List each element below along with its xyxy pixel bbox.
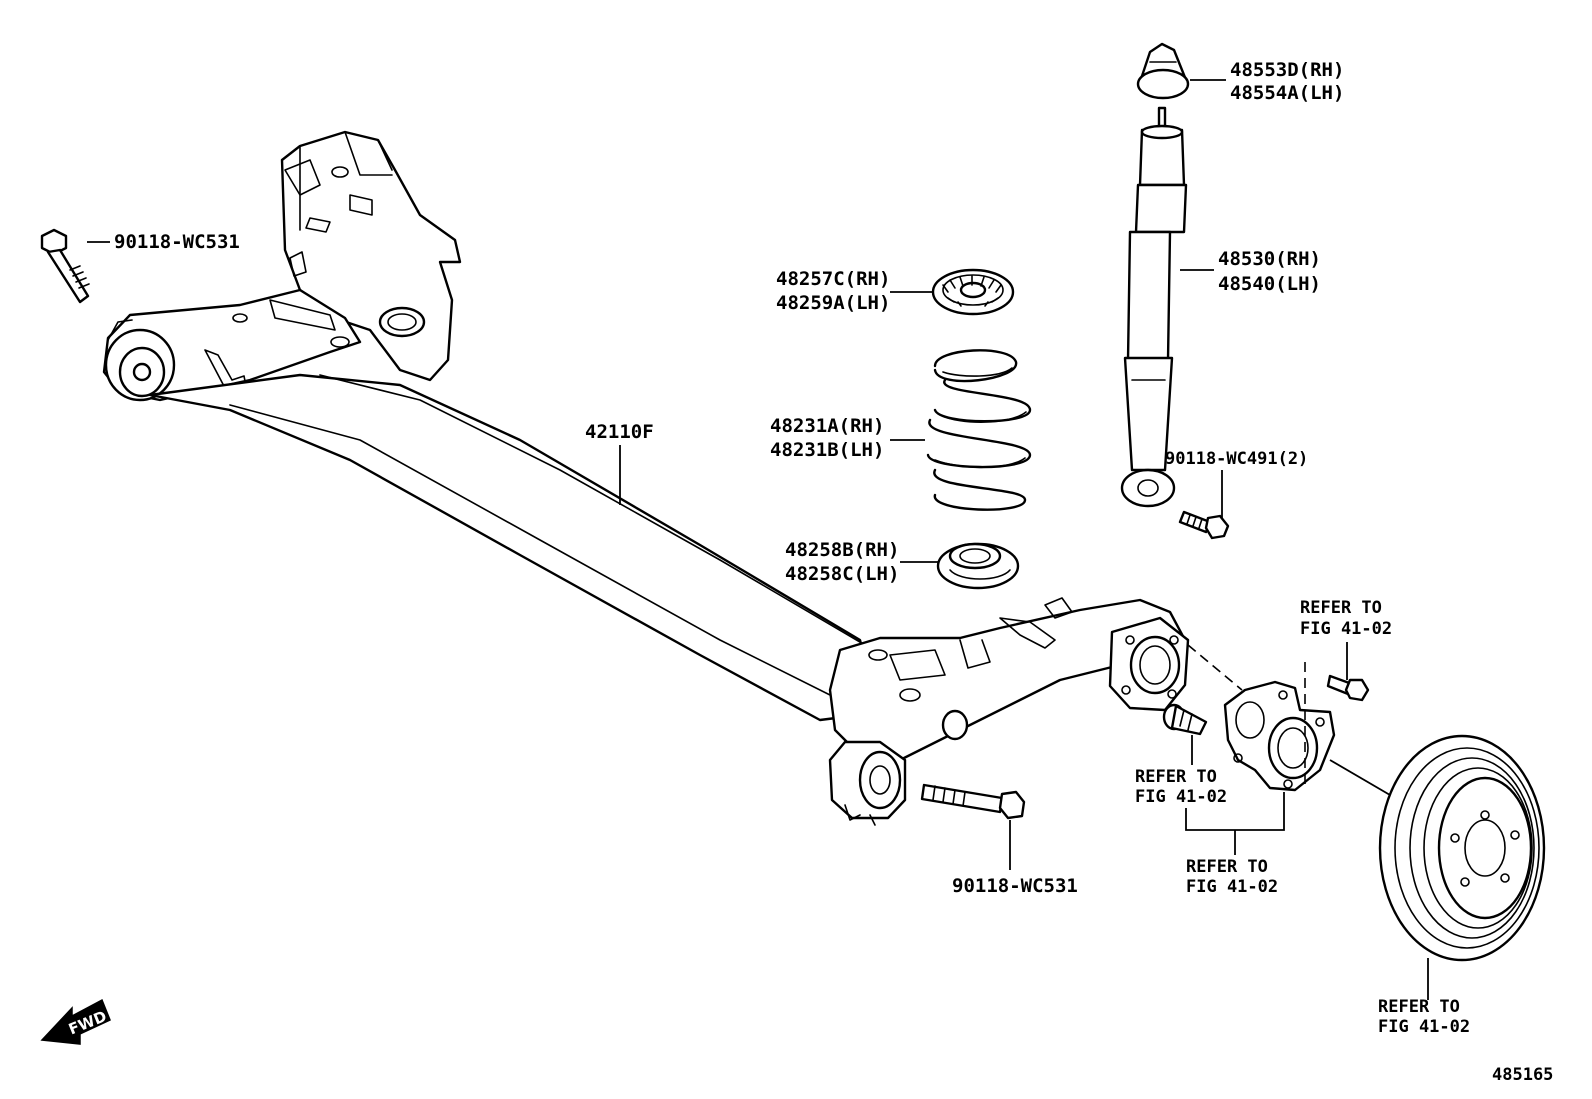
leader-lines: [87, 79, 1429, 1000]
shock-lower-bolt: [1178, 510, 1230, 540]
label-upper-insulator-rh: 48257C(RH): [776, 268, 890, 290]
label-ref-hub-bolt-line2: FIG 41-02: [1300, 619, 1392, 639]
fwd-arrow-icon: FWD: [40, 998, 111, 1045]
label-shock-bolt: 90118-WC491(2): [1165, 449, 1308, 469]
label-lower-insulator-rh: 48258B(RH): [785, 539, 899, 561]
lower-spring-insulator: [936, 542, 1020, 590]
label-upper-insulator-lh: 48259A(LH): [776, 292, 890, 314]
label-ref-hub-line2: FIG 41-02: [1186, 877, 1278, 897]
label-shock-absorber-lh: 48540(LH): [1218, 273, 1321, 295]
rear-pivot-bolt: [920, 783, 1026, 820]
label-ref-hub-line1: REFER TO: [1186, 857, 1268, 877]
label-ref-drum-line2: FIG 41-02: [1378, 1017, 1470, 1037]
rear-hub-unit: [1223, 680, 1336, 792]
part-labels: 90118-WC531 42110F 48553D(RH) 48554A(LH)…: [114, 59, 1553, 1085]
diagram-id: 485165: [1492, 1065, 1553, 1085]
upper-spring-insulator: [931, 268, 1015, 316]
label-coil-spring-lh: 48231B(LH): [770, 439, 884, 461]
brake-drum: [1378, 734, 1546, 962]
coil-spring: [926, 349, 1032, 511]
label-bolt-front: 90118-WC531: [114, 231, 240, 253]
label-ref-stud-line2: FIG 41-02: [1135, 787, 1227, 807]
bump-stopper: [1136, 42, 1190, 100]
label-bump-stopper-rh: 48553D(RH): [1230, 59, 1344, 81]
label-axle-beam: 42110F: [585, 421, 654, 443]
hub-small-bolt: [1326, 674, 1370, 702]
label-coil-spring-rh: 48231A(RH): [770, 415, 884, 437]
rear-axle-beam: [102, 130, 1190, 826]
hub-bolt: [1162, 703, 1208, 736]
label-bump-stopper-lh: 48554A(LH): [1230, 82, 1344, 104]
front-pivot-bolt: [40, 228, 90, 304]
label-ref-stud-line1: REFER TO: [1135, 767, 1217, 787]
label-lower-insulator-lh: 48258C(LH): [785, 563, 899, 585]
label-shock-absorber-rh: 48530(RH): [1218, 248, 1321, 270]
label-bolt-rear: 90118-WC531: [952, 875, 1078, 897]
label-ref-drum-line1: REFER TO: [1378, 997, 1460, 1017]
shock-absorber: [1120, 106, 1188, 508]
label-ref-hub-bolt-line1: REFER TO: [1300, 598, 1382, 618]
